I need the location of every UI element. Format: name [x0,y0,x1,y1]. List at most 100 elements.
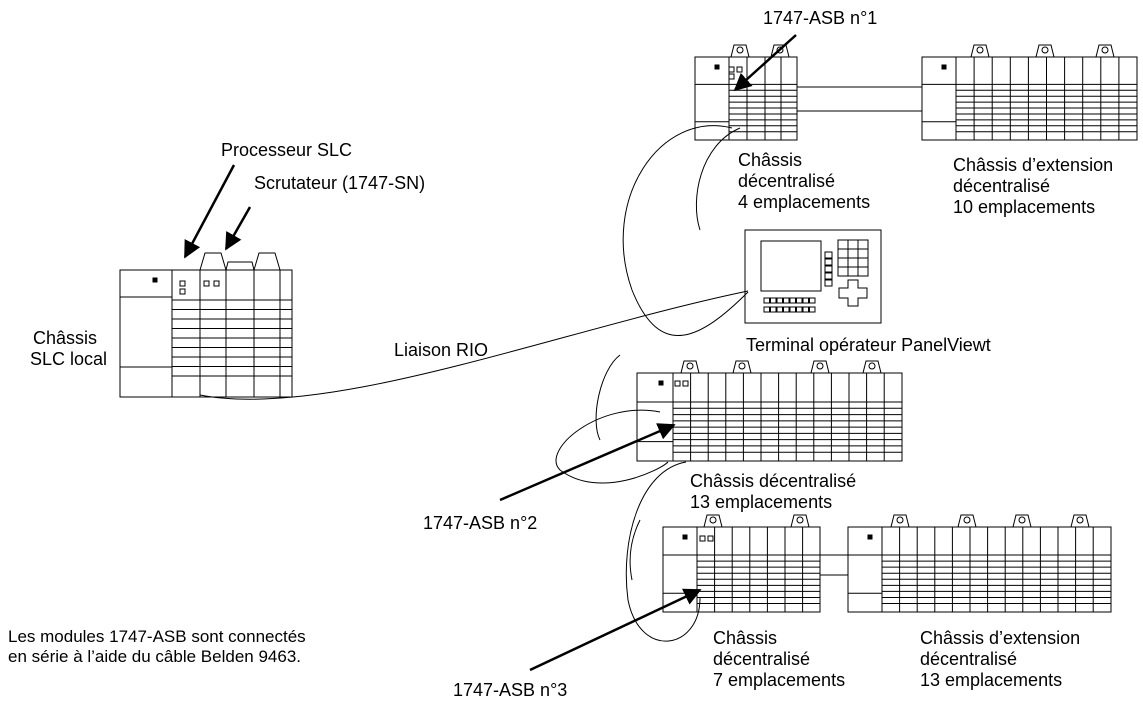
panelview-key [824,265,833,273]
ext-10-slot-chassis-frame [921,56,1138,141]
remote-7-slot-chassis-handle [703,514,723,528]
remote-7-line3: 7 emplacements [713,670,846,690]
ext-13-slot-chassis-handle [957,514,977,528]
panelview-fkey [770,297,777,304]
panelview-fkey [776,306,783,313]
pointer-arrows [183,34,797,672]
local-led [179,280,186,287]
remote-4-slot-chassis-led [728,73,735,80]
remote-13-line1: Châssis décentralisé [690,471,857,491]
asb2-label: 1747-ASB n°2 [423,513,538,533]
remote-4-line1: Châssis [738,150,803,170]
local-led [213,280,220,287]
rio-link-13-upper [595,354,621,441]
note-line2: en série à l’aide du câble Belden 9463. [8,647,301,666]
remote-7-slot-chassis-led [707,535,714,542]
ext-10-line1: Châssis d’extension [953,155,1114,175]
local-led [203,280,210,287]
panelview-key [824,258,833,266]
ext-13-line3: 13 emplacements [920,670,1063,690]
ext-13-line2: décentralisé [920,649,1018,669]
rio-loop-remote7 [625,461,701,642]
ext-13-slot-chassis-handle [1070,514,1090,528]
panelview-arrowpad [838,279,868,307]
remote-7-line1: Châssis [713,628,778,648]
asb1-label: 1747-ASB n°1 [763,8,878,28]
remote-7-slot-chassis [662,514,821,613]
ext-10-label: Châssis d’extension décentralisé 10 empl… [953,155,1113,218]
remote-13-slot-chassis-handle [732,360,752,374]
ext-13-slot-chassis-handle [890,514,910,528]
note-text: Les modules 1747-ASB sont connectés en s… [8,627,306,667]
remote-4-slot-chassis-handle [730,44,750,58]
panelview-key [824,272,833,280]
panelview-fkey [809,306,816,313]
remote-13-slot-chassis-handle [680,360,700,374]
panelview-fkey [796,297,803,304]
panelview-fkey [789,297,796,304]
local-chassis-line2: SLC local [30,349,108,369]
local-slc-chassis [119,252,293,398]
remote-7-slot-chassis-led [699,535,706,542]
scanner-label: Scrutateur (1747-SN) [254,173,426,193]
rio-loop-remote7b [629,519,641,581]
ext-13-line1: Châssis d’extension [920,628,1081,648]
panelview-terminal [744,229,882,324]
remote-4-slot-chassis-led [736,66,743,73]
ext-10-slot-chassis-handle [970,44,990,58]
remote-4-slot-chassis [694,44,798,141]
panelview-fkey [763,306,770,313]
ext-10-slot-chassis-handle [1095,44,1115,58]
rio-loop-remote4b [695,127,741,231]
ext-10-line2: décentralisé [953,176,1051,196]
remote-4-slot-chassis-frame [694,56,798,141]
panelview-fkey [796,306,803,313]
panelview-screen [760,240,822,292]
rio-cables [199,125,749,642]
rio-loop-remote13 [555,409,669,484]
remote-13-slot-chassis-frame [636,372,903,462]
local-chassis-label: Châssis SLC local [30,328,108,370]
remote-7-line2: décentralisé [713,649,811,669]
remote-13-line2: 13 emplacements [690,492,833,512]
remote-4-slot-chassis-handle [770,44,790,58]
scanner-handle [253,252,281,271]
remote-4-slot-chassis-led [728,66,735,73]
remote-4-line2: décentralisé [738,171,836,191]
remote-7-slot-chassis-handle [790,514,810,528]
local-led [179,288,186,295]
ext-13-slot-chassis-handle [1012,514,1032,528]
remote-7-slot-chassis-frame [662,526,821,613]
processor-arrow [183,164,236,259]
ext-cable-top [796,86,923,112]
remote-13-slot-chassis-handle [862,360,882,374]
remote-13-slot-chassis-led [674,380,681,387]
panelview-fkey [783,297,790,304]
ext-13-slot-chassis-frame [847,526,1112,613]
local-chassis-frame [119,269,293,398]
rio-link-label: Liaison RIO [394,340,489,360]
local-chassis-line1: Châssis [32,328,98,348]
asb1-arrow [733,34,797,92]
remote-7-label: Châssis décentralisé 7 emplacements [713,628,845,691]
asb2-arrow [499,423,676,502]
panelview-key [824,279,833,287]
remote-13-label: Châssis décentralisé 13 emplacements [690,471,856,513]
panelview-fkey [776,297,783,304]
ext-10-slot-chassis [921,44,1138,141]
remote-13-slot-chassis-led [682,380,689,387]
panelview-fkey [789,306,796,313]
panelview-key [824,251,833,259]
ext-10-line3: 10 emplacements [953,197,1096,217]
processor-label: Processeur SLC [221,140,353,160]
processor-handle [199,252,227,271]
panelview-fkey [783,306,790,313]
ext-13-label: Châssis d’extension décentralisé 13 empl… [920,628,1080,691]
panelview-label: Terminal opérateur PanelViewt [746,335,991,355]
asb3-label: 1747-ASB n°3 [453,680,568,700]
panelview-fkey [770,306,777,313]
panelview-fkey [809,297,816,304]
rio-local-to-panel [199,290,749,400]
panelview-fkey [802,306,809,313]
ext-13-slot-chassis [847,514,1112,613]
